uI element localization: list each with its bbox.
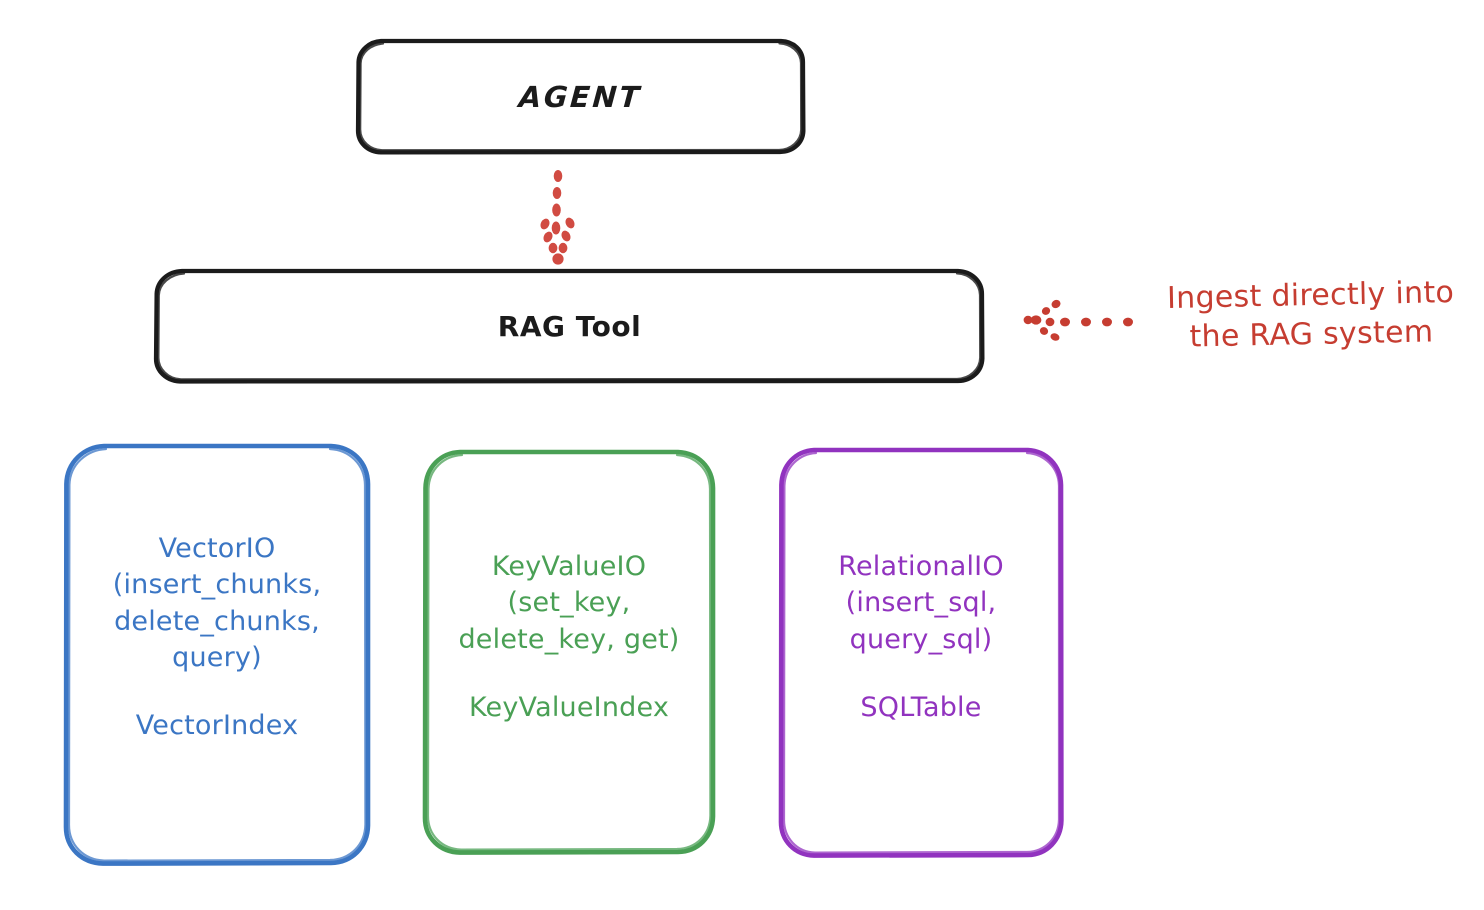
key-value-io-interface-label: KeyValueIO (set_key, delete_key, get)	[458, 550, 680, 655]
rag-tool-box-outline	[153, 268, 985, 384]
key-value-io-box-outline	[422, 449, 716, 855]
agent-node[interactable]: AGENT	[357, 40, 804, 153]
vector-index-label: VectorIndex	[135, 710, 299, 742]
agent-label: AGENT	[517, 79, 643, 114]
agent-to-rag-arrow	[540, 170, 575, 265]
relational-io-box-outline	[778, 447, 1064, 858]
vector-io-box-outline	[63, 443, 371, 866]
ingest-arrow	[1023, 299, 1133, 341]
vector-io-interface-label: VectorIO (insert_chunks, delete_chunks, …	[112, 532, 322, 673]
vector-io-node[interactable]: VectorIO (insert_chunks, delete_chunks, …	[66, 444, 368, 864]
rag-tool-node[interactable]: RAG Tool	[156, 270, 983, 382]
sql-table-label: SQLTable	[860, 692, 982, 724]
relational-io-interface-label: RelationalIO (insert_sql, query_sql)	[838, 550, 1004, 655]
ingest-annotation: Ingest directly into the RAG system	[1166, 275, 1455, 355]
relational-io-node[interactable]: RelationalIO (insert_sql, query_sql) SQL…	[781, 444, 1061, 864]
key-value-index-label: KeyValueIndex	[468, 692, 670, 724]
agent-box-outline	[355, 38, 806, 155]
key-value-io-node[interactable]: KeyValueIO (set_key, delete_key, get) Ke…	[425, 444, 713, 864]
rag-tool-label: RAG Tool	[497, 309, 642, 343]
